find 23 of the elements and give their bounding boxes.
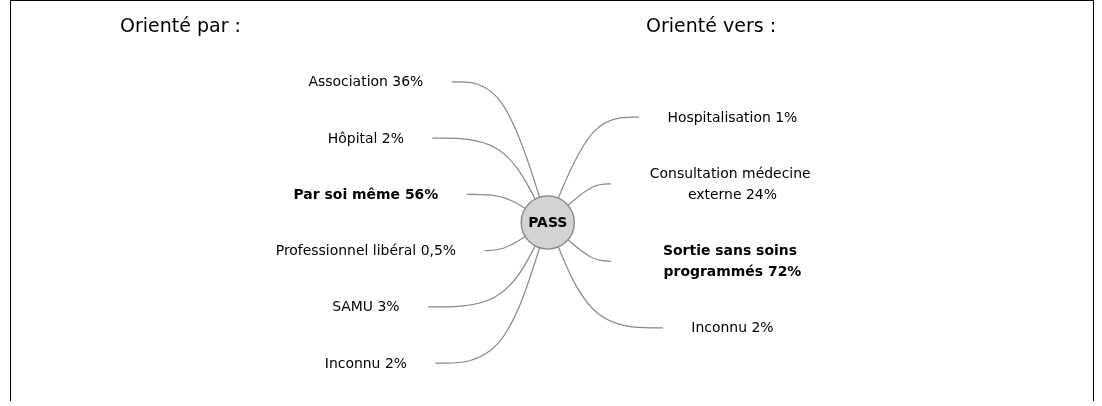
connector <box>483 235 527 252</box>
heading: Orienté par : <box>120 14 241 36</box>
heading: Orienté vers : <box>646 14 777 36</box>
node-text: Par soi même 56% <box>293 185 439 203</box>
connector <box>466 193 527 210</box>
node-text: Inconnu 2% <box>691 319 774 336</box>
node-text: Sortie sans soins programmés 72% <box>663 242 802 280</box>
connector <box>567 239 613 262</box>
connector <box>431 137 537 200</box>
connector <box>434 247 541 364</box>
node-text: Hospitalisation 1% <box>667 108 798 126</box>
node-text: Hôpital 2% <box>328 129 405 147</box>
node-text: Association 36% <box>308 73 424 90</box>
node-text: Consultation médecine externe 24% <box>650 164 812 203</box>
connector <box>427 245 537 308</box>
connector <box>567 183 613 206</box>
node-text: SAMU 3% <box>332 298 401 316</box>
connector <box>558 246 665 329</box>
connector <box>558 116 641 199</box>
node-text: Professionnel libéral 0,5% <box>276 242 457 259</box>
node-circle: PASS <box>520 195 576 250</box>
node-text: Inconnu 2% <box>325 354 408 372</box>
connector <box>451 81 541 198</box>
